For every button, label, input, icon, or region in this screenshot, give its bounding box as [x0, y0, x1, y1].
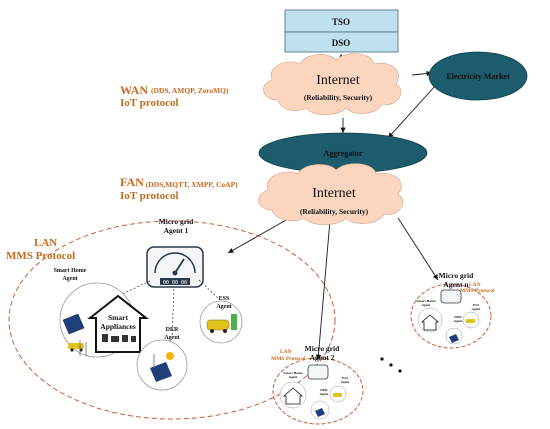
wan-protocols: (DDS, AMQP, ZeroMQ): [151, 86, 229, 95]
dso-box: DSO: [284, 31, 399, 53]
mg2-ev-icon: [333, 393, 342, 397]
ess-agent: ESS Agent: [199, 296, 243, 344]
mg2-lan-line2: MMS Protocol: [271, 356, 306, 362]
ellipsis-dots: [380, 357, 402, 373]
mg2-der-line1: DER: [320, 388, 328, 392]
mg2-label-line2: Agent 2: [310, 353, 335, 362]
mgn-lan-line1: LAN: [469, 282, 481, 288]
mgn-ess-line1: ESS: [473, 303, 479, 307]
smart-home-line1: Smart Home: [54, 268, 87, 274]
internet-top-title: Internet: [316, 73, 360, 88]
mg1-label-line2: Agent 1: [164, 226, 189, 235]
mg2-home-line1: Smart Home: [283, 371, 303, 375]
microgrid-1-region: Micro grid Agent 1 00 00 00 Smart Home A…: [8, 217, 336, 420]
wind-turbine-icon: [79, 340, 87, 356]
wan-iot-protocol: IoT protocol: [120, 97, 179, 109]
smart-home-agent: Smart Home Agent Smart Appliances: [54, 268, 149, 358]
tso-label: TSO: [332, 17, 350, 27]
wan-main: WAN: [120, 83, 148, 97]
appliance-icons: [102, 334, 136, 342]
mg2-home-line2: Agent: [289, 375, 299, 379]
fan-label: FAN(DDS,MQTT, XMPP, CoAP) IoT protocol: [120, 175, 238, 202]
mgn-der-line2: Agent: [454, 319, 464, 323]
mgn-label-line1: Micro grid: [439, 271, 474, 280]
mg2-label-line1: Micro grid: [305, 344, 340, 353]
fan-iot-protocol: IoT protocol: [120, 190, 179, 202]
tso-box: TSO: [284, 9, 399, 33]
ess-line1: ESS: [219, 296, 230, 302]
microgrid-n-region: LAN MMS Protocol Micro grid Agent n Smar…: [410, 271, 495, 349]
internet-cloud-top: Internet (Reliability, Security): [263, 53, 402, 116]
smart-home-line2: Agent: [62, 276, 77, 282]
mg2-solar-icon: [315, 408, 325, 417]
dso-label: DSO: [332, 38, 351, 48]
mg2-der-line2: Agent: [320, 392, 330, 396]
mg2-ess-line1: ESS: [342, 376, 348, 380]
mg2-ess-line2: Agent: [341, 380, 351, 384]
lan-big-label: LAN MMS Protocol: [6, 237, 75, 262]
smart-appliances-line1: Smart: [108, 313, 128, 322]
aggregator-label: Aggregator: [324, 149, 363, 158]
mgn-home-line2: Agent: [422, 303, 432, 307]
mgn-solar-icon: [449, 334, 459, 343]
der-solar-icon: [150, 352, 174, 382]
mg1-label-line1: Micro grid: [159, 217, 194, 226]
mg2-lan-line1: LAN: [280, 349, 292, 355]
der-line2: Agent: [164, 335, 179, 341]
smart-meter-icon: 00 00 00: [146, 246, 204, 288]
mgn-house-icon: [420, 314, 440, 331]
internet-top-subtitle: (Reliability, Security): [304, 93, 373, 102]
mgn-der-line1: DER: [454, 315, 462, 319]
electricity-market-node: Electricity Market: [428, 51, 528, 101]
microgrid-2-region: LAN MMS Protocol Micro grid Agent 2 Smar…: [271, 344, 364, 425]
mg2-meter-icon: [307, 364, 329, 380]
ev-charger-icon: [206, 314, 237, 333]
internet-cloud-mid: Internet (Reliability, Security): [258, 163, 404, 226]
mgn-lan-line2: MMS Protocol: [460, 288, 495, 294]
solar-panel-icon: [62, 313, 85, 335]
ess-line2: Agent: [216, 304, 231, 310]
electricity-market-label: Electricity Market: [446, 72, 510, 81]
lan-big-line1: LAN: [34, 237, 57, 249]
mgn-ess-line2: Agent: [472, 307, 482, 311]
fan-main: FAN: [120, 175, 144, 189]
smart-appliances-line2: Appliances: [100, 322, 136, 331]
lan-big-line2: MMS Protocol: [6, 250, 75, 262]
meter-readout: 00 00 00: [163, 280, 187, 286]
svg-text:FAN(DDS,MQTT, XMPP, CoAP): FAN(DDS,MQTT, XMPP, CoAP): [120, 175, 238, 189]
mgn-ev-icon: [466, 319, 475, 323]
der-agent: DER Agent: [136, 327, 188, 391]
svg-text:WAN(DDS, AMQP, ZeroMQ): WAN(DDS, AMQP, ZeroMQ): [120, 83, 229, 97]
der-line1: DER: [166, 327, 179, 333]
mgn-meter-icon: [440, 289, 462, 304]
wan-label: WAN(DDS, AMQP, ZeroMQ) IoT protocol: [120, 83, 229, 109]
mgn-home-line1: Smart Home: [416, 299, 436, 303]
fan-protocols: (DDS,MQTT, XMPP, CoAP): [146, 180, 238, 189]
mgn-label-line2: Agent n: [443, 280, 469, 289]
mg2-house-icon: [282, 387, 304, 405]
internet-mid-title: Internet: [312, 186, 356, 201]
internet-mid-subtitle: (Reliability, Security): [300, 207, 369, 216]
